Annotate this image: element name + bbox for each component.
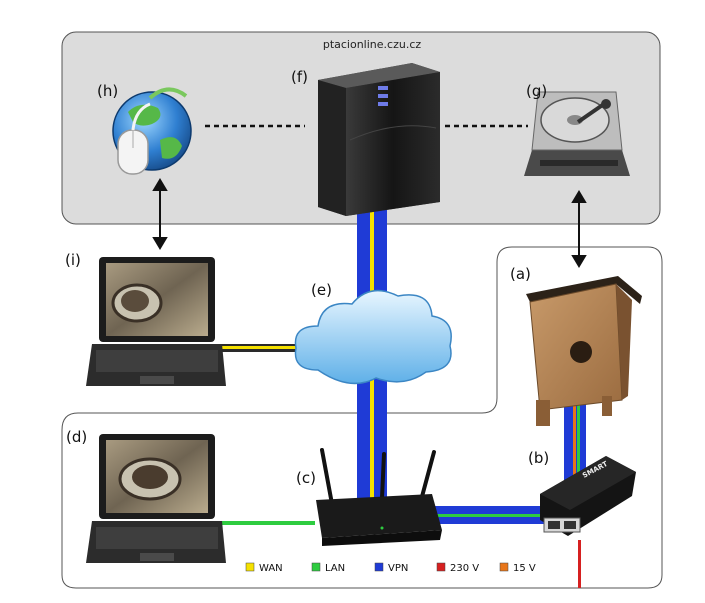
legend-swatch xyxy=(311,562,321,572)
node-label-e: (e) xyxy=(311,281,332,299)
legend-label: 230 V xyxy=(450,563,479,574)
node-label-g: (g) xyxy=(526,82,547,100)
node-label-c: (c) xyxy=(296,469,316,487)
node-label-h: (h) xyxy=(97,82,118,100)
legend-swatch xyxy=(436,562,446,572)
router-icon xyxy=(316,448,442,546)
legend-item: VPN xyxy=(374,562,408,574)
legend-item: 15 V xyxy=(499,562,536,574)
node-label-a: (a) xyxy=(510,265,531,283)
legend-swatch xyxy=(499,562,509,572)
birdhouse-camera-icon xyxy=(526,276,642,426)
laptop-icon xyxy=(86,434,226,563)
cable-i-cloud xyxy=(215,344,315,352)
legend-label: 15 V xyxy=(513,563,536,574)
legend-label: WAN xyxy=(259,563,283,574)
legend-item: 230 V xyxy=(436,562,479,574)
cable-lan-d-router xyxy=(215,521,315,525)
cable-lan-bird-poe xyxy=(577,398,580,480)
arrow-g-a xyxy=(571,190,587,268)
server-region-title: ptacionline.czu.cz xyxy=(323,38,422,51)
legend-swatch xyxy=(245,562,255,572)
legend-item: WAN xyxy=(245,562,283,574)
legend-item: LAN xyxy=(311,562,345,574)
node-label-d: (d) xyxy=(66,428,87,446)
field-region-outline xyxy=(61,246,663,589)
legend-label: LAN xyxy=(325,563,345,574)
poe-injector-icon: SMART xyxy=(540,456,636,536)
legend-label: VPN xyxy=(388,563,408,574)
legend: WAN LAN VPN 230 V 15 V xyxy=(245,562,536,574)
server-tower-icon xyxy=(318,63,440,216)
cable-lan-router-poe xyxy=(430,514,545,517)
node-label-f: (f) xyxy=(291,68,308,86)
node-label-b: (b) xyxy=(528,449,549,467)
node-label-i: (i) xyxy=(65,251,81,269)
hard-drive-icon xyxy=(524,91,630,176)
cable-15v-bird-poe xyxy=(573,398,576,480)
laptop-icon xyxy=(86,257,226,386)
legend-swatch xyxy=(374,562,384,572)
cable-230v-poe-mains xyxy=(578,540,581,588)
internet-cloud-icon xyxy=(294,289,452,385)
web-globe-mouse-icon xyxy=(112,87,192,175)
arrow-h-i xyxy=(152,178,168,250)
